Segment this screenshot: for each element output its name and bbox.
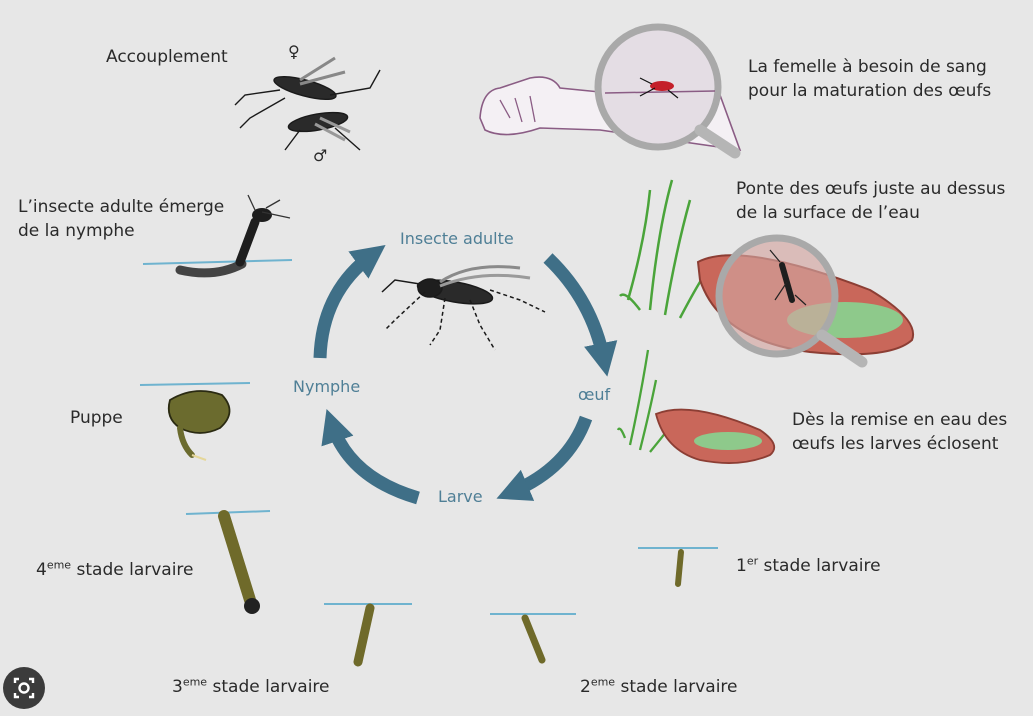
- egg-laying-dish: [619, 179, 915, 368]
- label-pupa: Puppe: [70, 408, 123, 428]
- label-blood-meal-line1: La femelle à besoin de sang: [748, 57, 987, 77]
- pupa: [139, 382, 251, 461]
- label-larva-stage-1: 1er stade larvaire: [736, 554, 881, 576]
- arrow-egg-to-larva: [496, 415, 593, 501]
- label-larva-stage-4: 4eme stade larvaire: [36, 558, 194, 580]
- cycle-label-egg: œuf: [578, 385, 611, 404]
- label-emergence-line1: L’insecte adulte émerge: [18, 197, 225, 217]
- label-egg-laying-line1: Ponte des œufs juste au dessus: [736, 179, 1006, 199]
- cycle-label-nymph: Nymphe: [293, 377, 361, 396]
- label-larva-stage-2: 2eme stade larvaire: [580, 675, 738, 697]
- arrow-adult-to-egg: [543, 253, 618, 377]
- female-symbol: ♀: [288, 42, 300, 61]
- larva-stage-4: [185, 510, 271, 614]
- adult-mosquito-center: [381, 265, 546, 351]
- cycle-label-larva: Larve: [438, 487, 483, 506]
- label-larva-stage-3: 3eme stade larvaire: [172, 675, 330, 697]
- arrow-larva-to-nymph: [321, 409, 420, 505]
- larva-stage-3: [324, 603, 412, 667]
- larva-stage-2: [490, 613, 576, 664]
- hatching-dish: [616, 349, 776, 464]
- label-egg-laying-line2: de la surface de l’eau: [736, 203, 920, 223]
- mating-mosquitoes: [234, 56, 381, 151]
- cycle-label-adult: Insecte adulte: [400, 229, 514, 248]
- cycle-arrows: [313, 244, 618, 505]
- emerging-adult: [142, 194, 293, 278]
- male-symbol: ♂: [313, 146, 328, 165]
- label-blood-meal-line2: pour la maturation des œufs: [748, 81, 992, 101]
- label-emergence-line2: de la nymphe: [18, 221, 135, 241]
- label-hatching-line1: Dès la remise en eau des: [792, 410, 1008, 430]
- label-hatching-line2: œufs les larves éclosent: [792, 434, 999, 454]
- feeding-hand-magnifier: [479, 23, 742, 159]
- visual-search-button[interactable]: [3, 667, 45, 709]
- larva-stage-1: [638, 547, 718, 587]
- label-mating: Accouplement: [106, 47, 228, 67]
- arrow-nymph-to-adult: [313, 244, 386, 359]
- visual-search-icon: [13, 677, 35, 699]
